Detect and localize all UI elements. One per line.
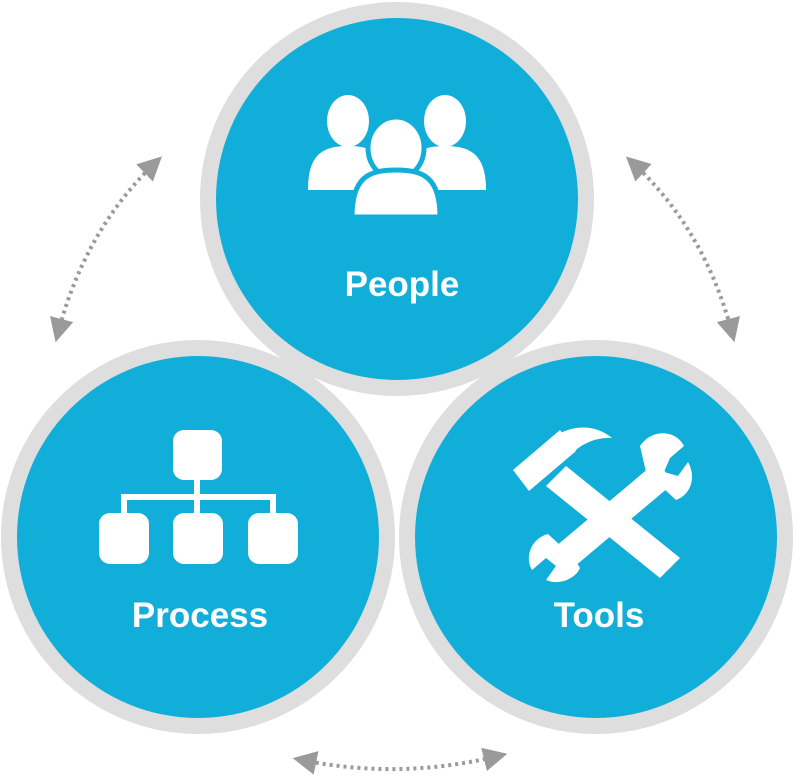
connector-process-tools <box>292 747 508 775</box>
org-chart-icon <box>99 430 298 564</box>
connector-people-process <box>50 156 162 343</box>
people-group-icon <box>308 95 486 220</box>
hammer-wrench-icon <box>513 427 692 583</box>
tools-label: Tools <box>554 596 645 635</box>
process-label: Process <box>132 596 268 635</box>
connector-people-tools <box>625 156 740 343</box>
people-label: People <box>345 265 460 304</box>
